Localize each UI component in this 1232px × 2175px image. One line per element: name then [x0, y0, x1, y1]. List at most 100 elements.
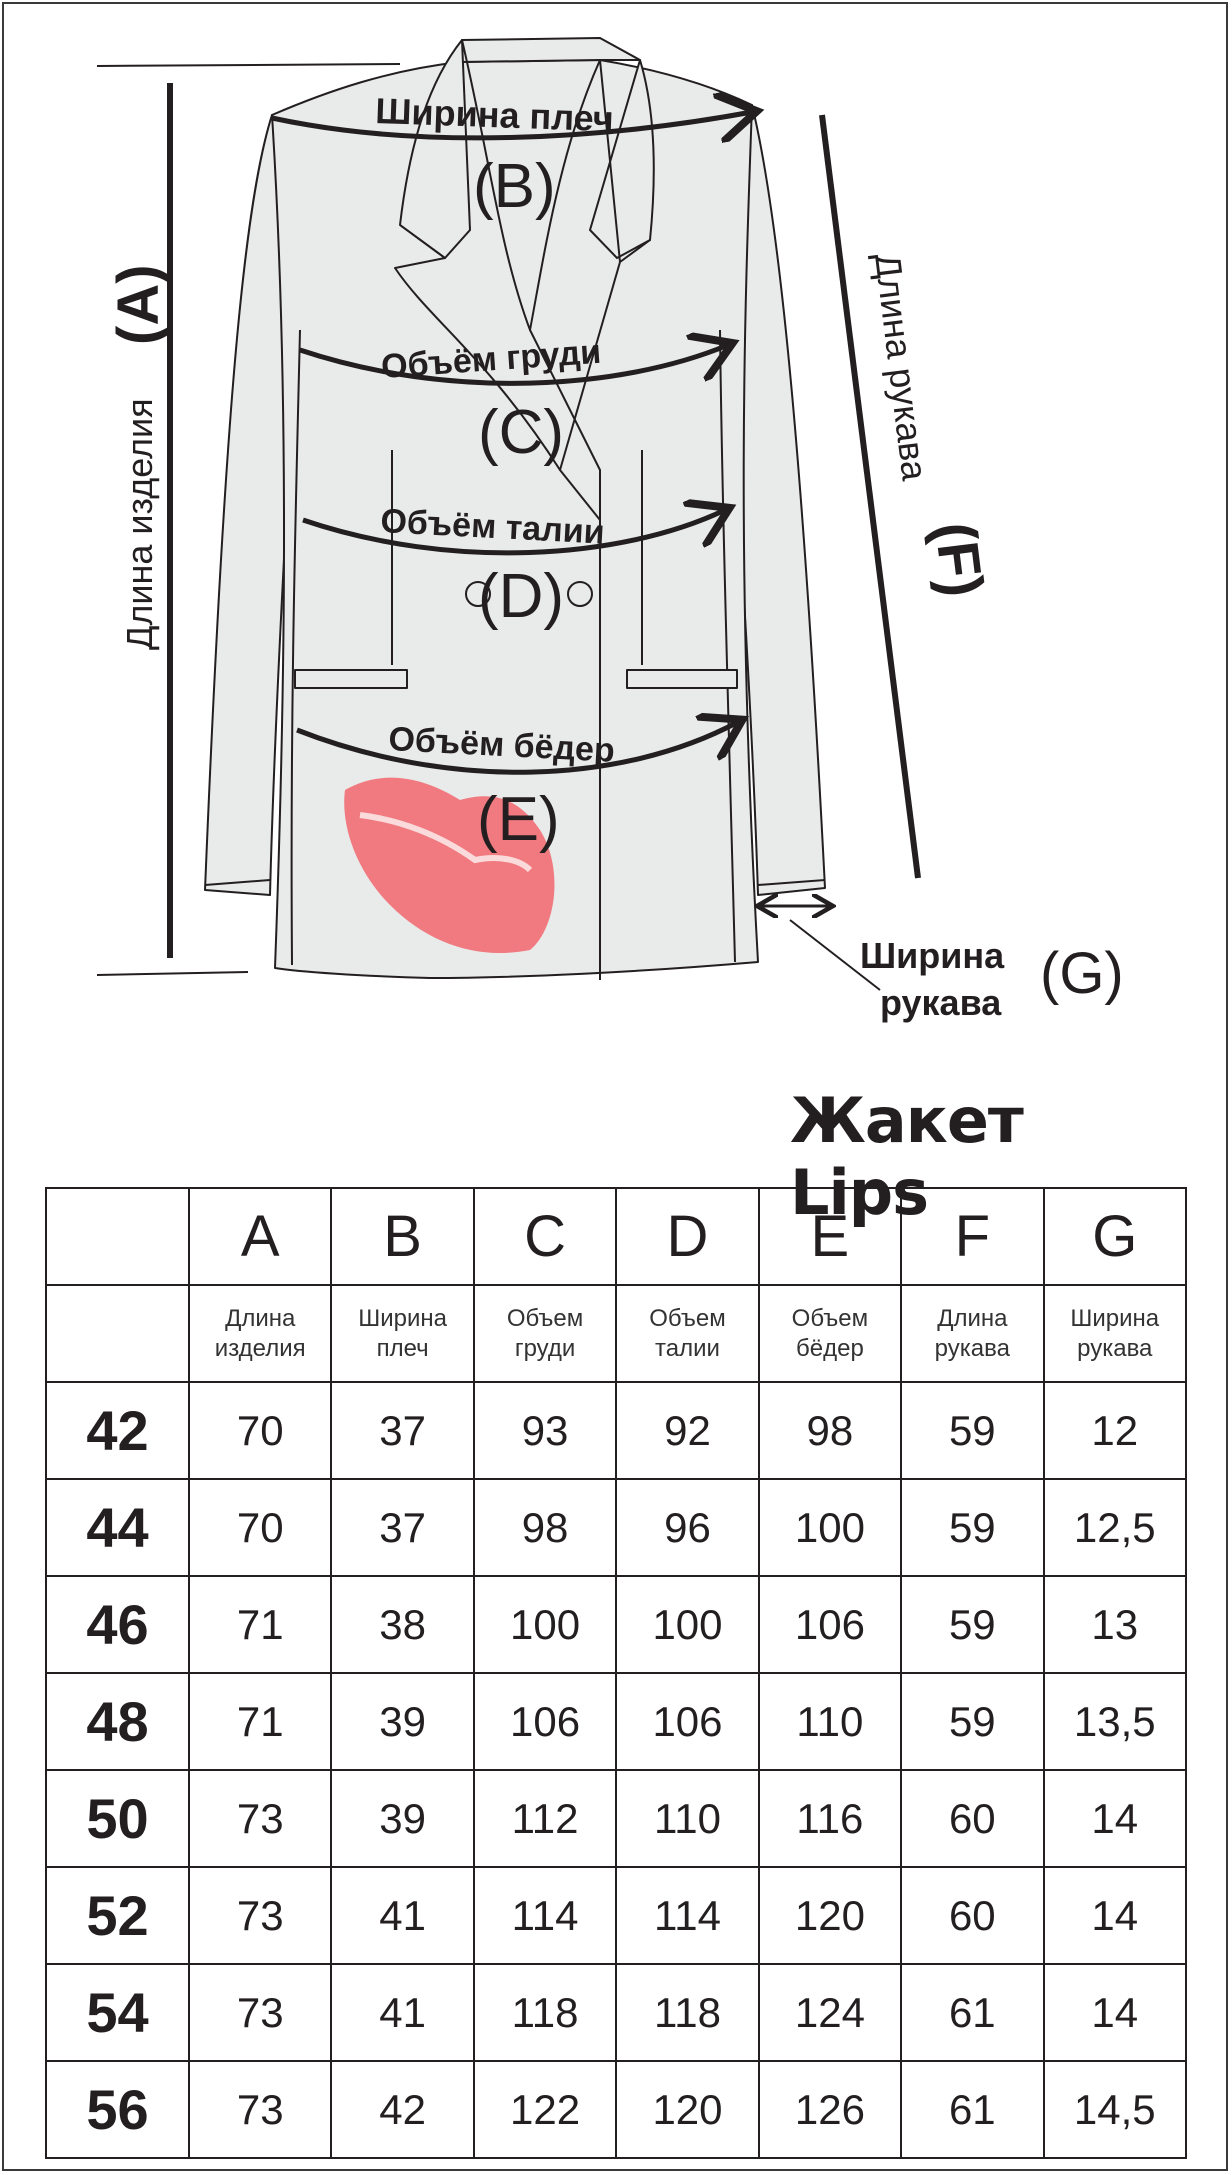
- length-bottom-guide: [96, 971, 249, 976]
- col-desc-line: плеч: [376, 1334, 429, 1362]
- col-desc-line: бёдер: [796, 1334, 864, 1362]
- label-length: Длина изделия: [119, 398, 160, 650]
- table-cell: 114: [472, 1866, 618, 1965]
- table-cell: 73: [187, 1769, 333, 1868]
- table-cell: 106: [757, 1575, 903, 1674]
- table-cell: 122: [472, 2060, 618, 2159]
- col-desc-line: Объем: [791, 1304, 869, 1332]
- table-cell: 106: [472, 1672, 618, 1771]
- size-label: 50: [45, 1769, 190, 1868]
- col-letter: D: [615, 1187, 760, 1286]
- table-cell: 118: [615, 1963, 760, 2062]
- col-desc-line: груди: [514, 1334, 576, 1362]
- col-desc-line: Ширина: [1070, 1304, 1160, 1332]
- col-desc-line: изделия: [214, 1334, 306, 1362]
- letter-f: (F): [922, 519, 996, 600]
- table-cell: 60: [900, 1769, 1045, 1868]
- table-cell: 37: [330, 1381, 475, 1480]
- table-cell: 71: [187, 1672, 333, 1771]
- letter-c: (C): [478, 398, 564, 467]
- sleeve-length-line: [819, 114, 921, 879]
- col-desc-line: Длина: [225, 1304, 296, 1332]
- table-cell: 12: [1042, 1381, 1188, 1480]
- col-desc-line: рукава: [1077, 1334, 1153, 1362]
- col-letter: F: [900, 1187, 1045, 1286]
- col-letter: C: [472, 1187, 618, 1286]
- shoulder-arrow: [271, 112, 752, 138]
- table-cell: 73: [187, 1963, 333, 2062]
- table-cell: 13,5: [1042, 1672, 1188, 1771]
- col-letter: E: [757, 1187, 903, 1286]
- table-cell: 14: [1042, 1963, 1188, 2062]
- table-cell: 110: [615, 1769, 760, 1868]
- letter-b: (B): [473, 152, 556, 221]
- hips-arrow: [296, 722, 738, 775]
- jacket-diagram: Ширина плеч (B) Объём груди (C) Объём та…: [96, 37, 1124, 1023]
- sleeve-width-pointer: [789, 919, 881, 991]
- col-letter: A: [187, 1187, 333, 1286]
- table-cell: 59: [900, 1672, 1045, 1771]
- table-cell: 93: [472, 1381, 618, 1480]
- size-label: 56: [45, 2060, 190, 2159]
- table-cell: 112: [472, 1769, 618, 1868]
- table-cell: 42: [330, 2060, 475, 2159]
- table-cell: 100: [472, 1575, 618, 1674]
- letter-d: (D): [478, 562, 564, 631]
- size-label: 48: [45, 1672, 190, 1771]
- table-cell: 12,5: [1042, 1478, 1188, 1577]
- jacket-sketch-icon: [204, 37, 826, 980]
- table-cell: 96: [615, 1478, 760, 1577]
- table-cell: 14,5: [1042, 2060, 1188, 2159]
- size-label: 52: [45, 1866, 190, 1965]
- table-cell: 73: [187, 2060, 333, 2159]
- chest-arrow: [299, 345, 728, 386]
- table-cell: 39: [330, 1769, 475, 1868]
- table-cell: 41: [330, 1963, 475, 2062]
- letter-e: (E): [477, 785, 560, 854]
- table-cell: 120: [615, 2060, 760, 2159]
- col-desc-line: Объем: [506, 1304, 584, 1332]
- table-cell: 70: [187, 1478, 333, 1577]
- table-cell: 59: [900, 1381, 1045, 1480]
- col-letter: B: [330, 1187, 475, 1286]
- table-cell: 100: [757, 1478, 903, 1577]
- table-cell: 37: [330, 1478, 475, 1577]
- table-cell: 71: [187, 1575, 333, 1674]
- table-cell: 14: [1042, 1866, 1188, 1965]
- col-desc-line: Ширина: [358, 1304, 448, 1332]
- table-cell: 14: [1042, 1769, 1188, 1868]
- table-header-letters: A B C D E F G: [45, 1187, 1188, 1286]
- size-label: 46: [45, 1575, 190, 1674]
- table-cell: 73: [187, 1866, 333, 1965]
- col-letter: G: [1042, 1187, 1188, 1286]
- table-cell: 98: [757, 1381, 903, 1480]
- table-cell: 59: [900, 1575, 1045, 1674]
- col-desc-line: рукава: [934, 1334, 1010, 1362]
- table-cell: 38: [330, 1575, 475, 1674]
- col-desc-line: талии: [655, 1334, 720, 1362]
- table-cell: 118: [472, 1963, 618, 2062]
- size-label: 54: [45, 1963, 190, 2062]
- lips-print-icon: [344, 777, 555, 953]
- table-cell: 60: [900, 1866, 1045, 1965]
- table-corner-top: [45, 1187, 190, 1286]
- table-cell: 13: [1042, 1575, 1188, 1674]
- table-corner-bottom: [45, 1284, 190, 1383]
- col-desc-line: Длина: [937, 1304, 1008, 1332]
- table-cell: 61: [900, 1963, 1045, 2062]
- table-cell: 106: [615, 1672, 760, 1771]
- size-label: 44: [45, 1478, 190, 1577]
